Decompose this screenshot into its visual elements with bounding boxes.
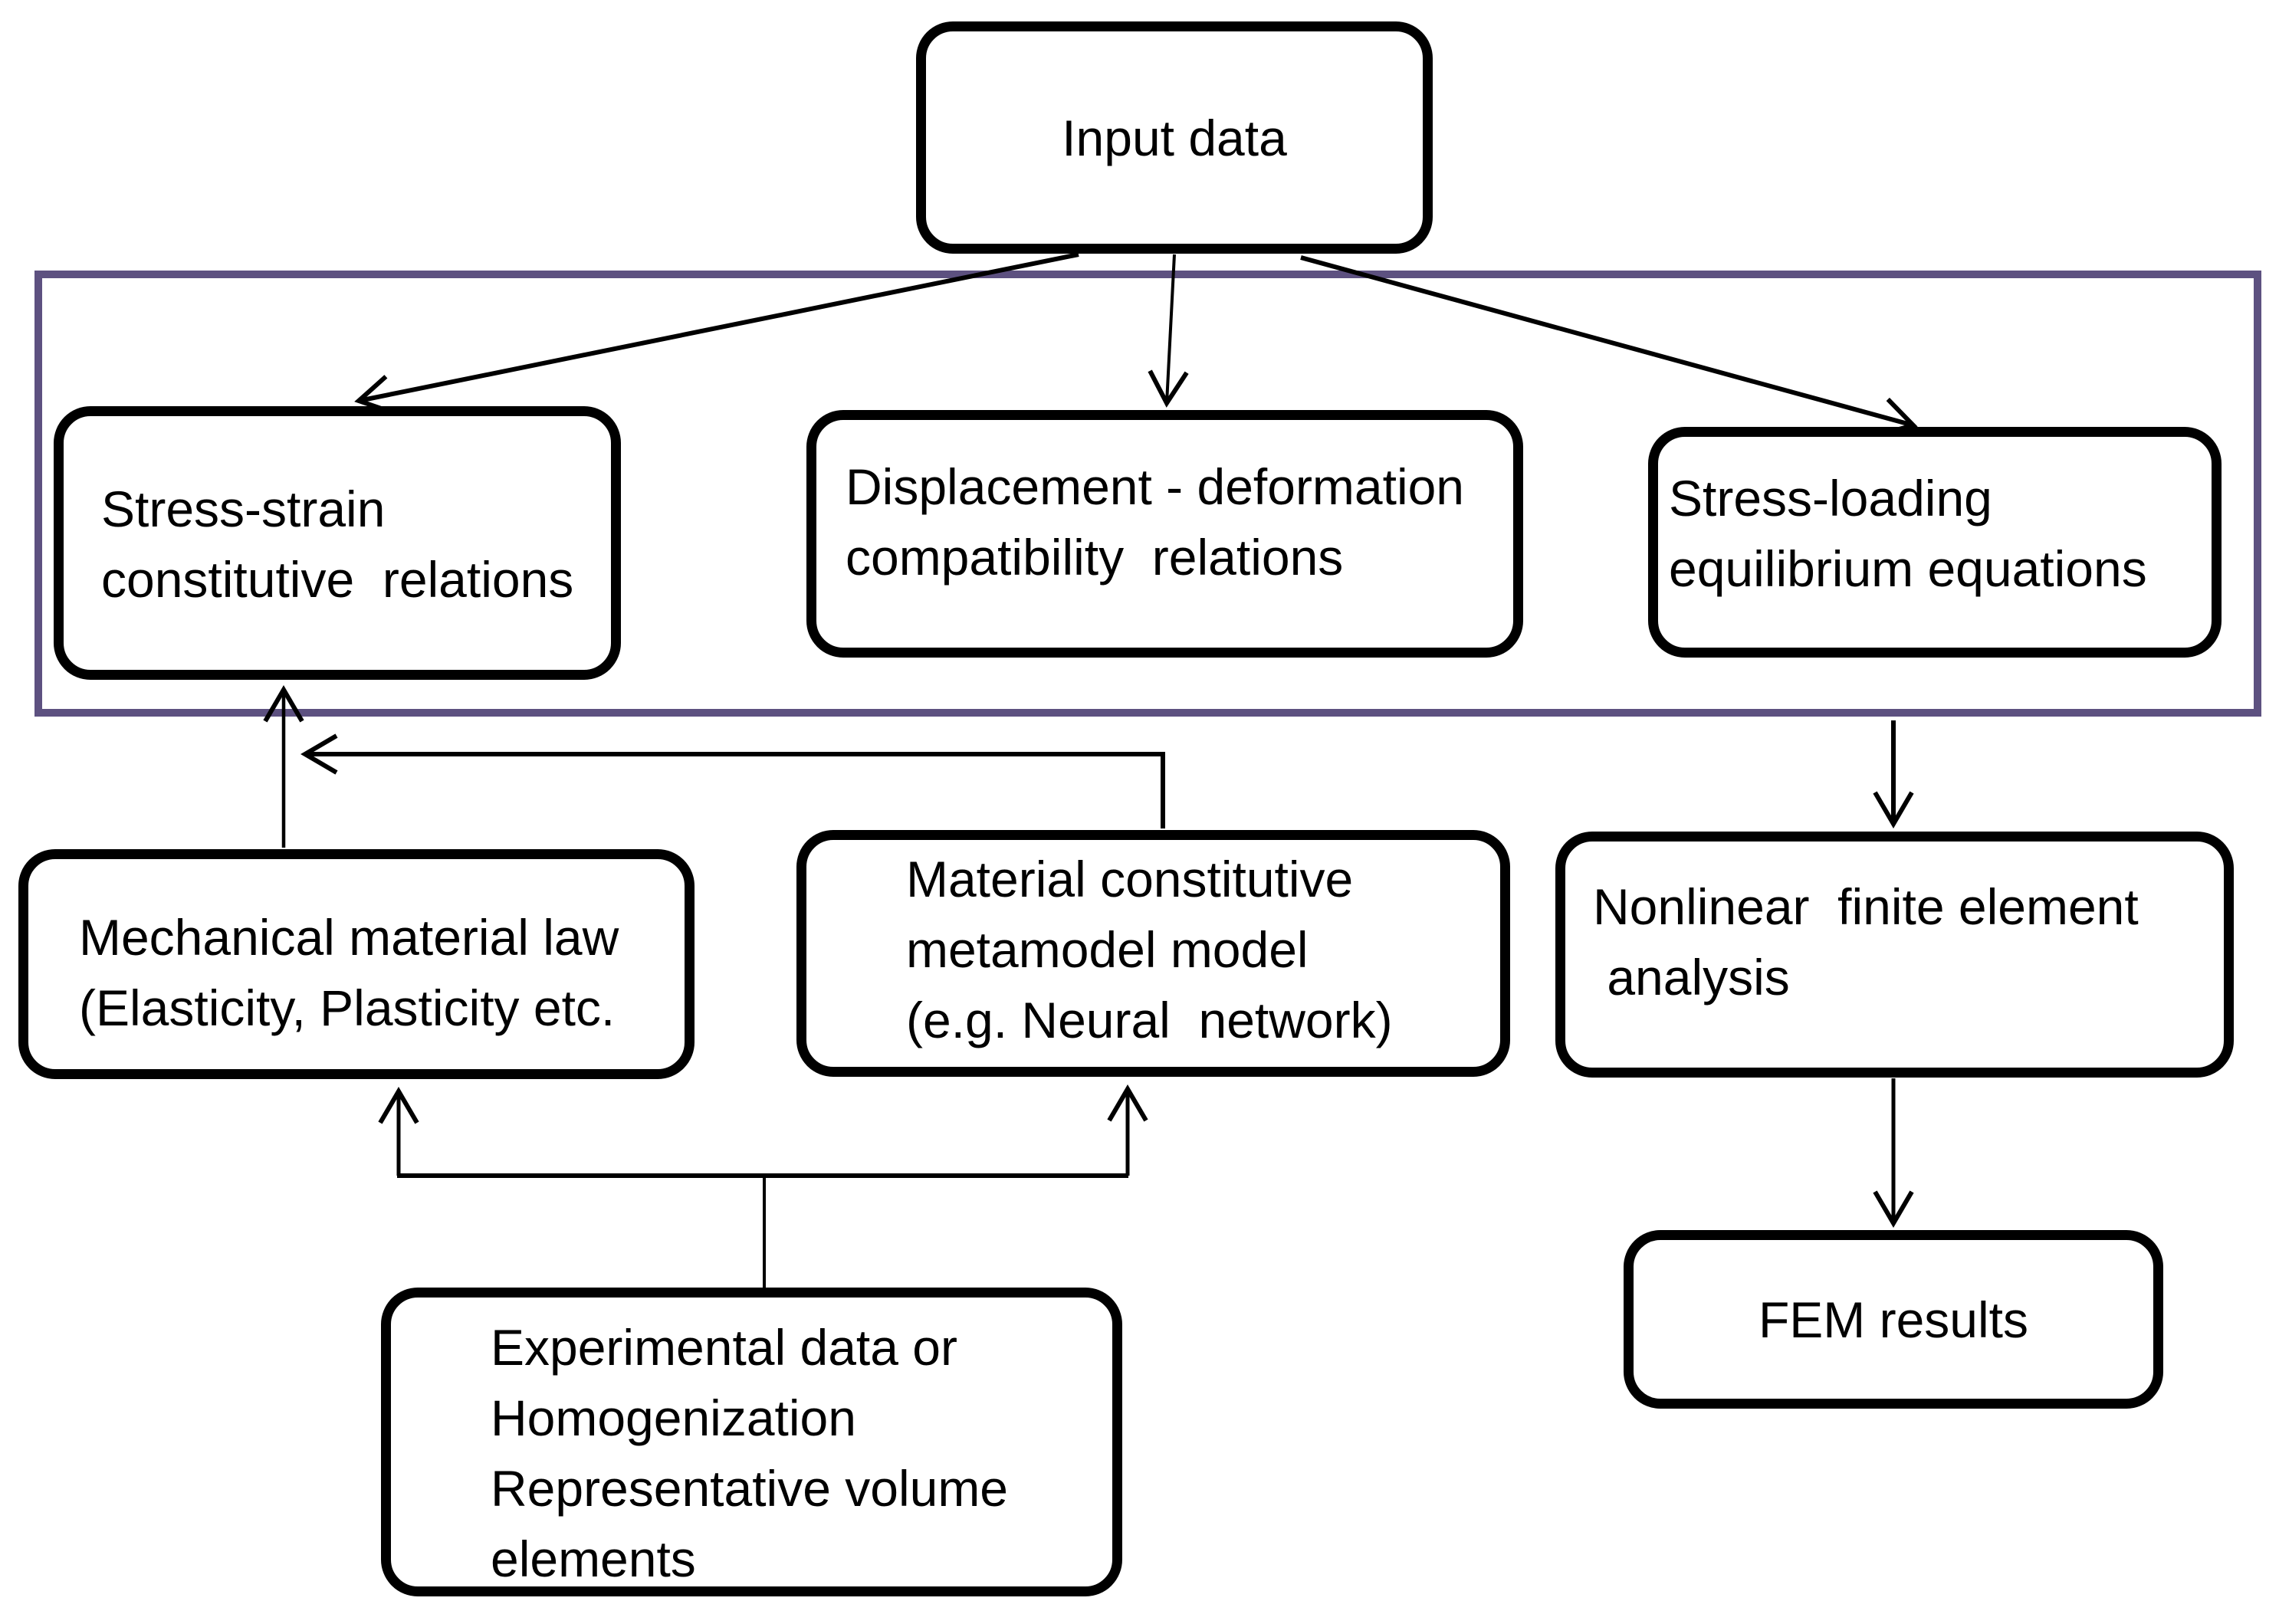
node-stress-loading-line-1: Stress-loading — [1669, 470, 1992, 527]
governing-equations-group-frame — [34, 271, 2261, 717]
node-mechanical-law-line-2: (Elasticity, Plasticity etc. — [79, 979, 616, 1036]
node-stress-strain: Stress-strain constitutive relations — [54, 406, 621, 680]
node-metamodel-line-2: metamodel model — [906, 921, 1309, 978]
node-stress-loading: Stress-loading equilibrium equations — [1648, 427, 2222, 658]
node-experimental-line-1: Experimental data or — [491, 1319, 957, 1376]
node-stress-strain-line-2: constitutive relations — [101, 551, 574, 608]
node-displacement-line-1: Displacement - deformation — [846, 458, 1465, 515]
node-metamodel-line-1: Material constitutive — [906, 851, 1354, 907]
node-experimental-line-2: Homogenization — [491, 1389, 856, 1446]
node-input-data-label: Input data — [1062, 109, 1287, 166]
node-fem-results-label: FEM results — [1758, 1291, 2029, 1348]
node-displacement-deformation: Displacement - deformation compatibility… — [806, 410, 1523, 658]
node-nonlinear-fea-line-2: analysis — [1593, 949, 1790, 1006]
node-nonlinear-fea: Nonlinear finite element analysis — [1555, 832, 2234, 1078]
node-experimental-line-4: elements — [491, 1530, 696, 1587]
node-material-constitutive-metamodel: Material constitutive metamodel model (e… — [796, 830, 1510, 1077]
node-metamodel-line-3: (e.g. Neural network) — [906, 992, 1393, 1048]
node-fem-results: FEM results — [1624, 1230, 2163, 1409]
node-experimental-data: Experimental data or Homogenization Repr… — [381, 1288, 1122, 1596]
node-experimental-line-3: Representative volume — [491, 1460, 1009, 1517]
node-stress-strain-line-1: Stress-strain — [101, 481, 386, 537]
node-mechanical-material-law: Mechanical material law (Elasticity, Pla… — [18, 849, 695, 1079]
node-nonlinear-fea-line-1: Nonlinear finite element — [1593, 878, 2139, 935]
node-input-data: Input data — [916, 21, 1433, 254]
node-displacement-line-2: compatibility relations — [846, 529, 1344, 586]
node-stress-loading-line-2: equilibrium equations — [1669, 540, 2147, 597]
node-mechanical-law-line-1: Mechanical material law — [79, 909, 619, 966]
edge-metamodel-feedback — [300, 733, 1165, 828]
